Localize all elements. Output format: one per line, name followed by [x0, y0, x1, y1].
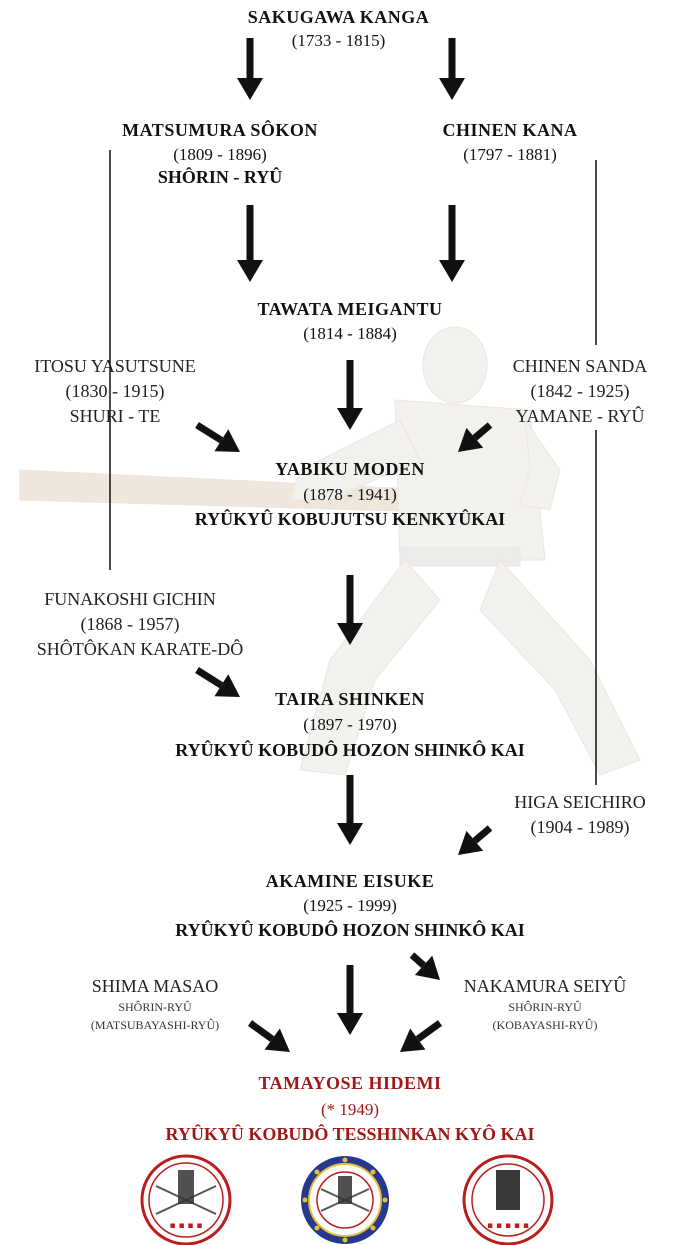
node-akamine-name: AKAMINE EISUKE — [265, 871, 435, 891]
node-matsumura-name: MATSUMURA SÔKON — [122, 120, 318, 140]
node-akamine-years: (1925 - 1999) — [303, 896, 397, 915]
node-shima-name: SHIMA MASAO — [91, 976, 219, 996]
node-itosu-years: (1830 - 1915) — [65, 381, 165, 401]
svg-text:▪ ▪ ▪ ▪: ▪ ▪ ▪ ▪ — [170, 1221, 203, 1231]
node-chinen-sanda-name: CHINEN SANDA — [512, 356, 648, 376]
node-chinen-sanda-style: YAMANE - RYÛ — [515, 406, 645, 426]
logo-seal-red-ring: ▪ ▪ ▪ ▪ — [140, 1154, 232, 1245]
arrow-nakamura-tamayose — [400, 1020, 443, 1052]
arrow-chinen-kana-tawata — [439, 205, 465, 282]
logo-seal-red-double-ring: ▪ ▪ ▪ ▪ ▪ — [462, 1154, 554, 1245]
node-nakamura-substyle: (KOBAYASHI-RYÛ) — [492, 1018, 598, 1032]
node-tamayose-style: RYÛKYÛ KOBUDÔ TESSHINKAN KYÔ KAI — [165, 1124, 535, 1144]
arrow-higa-akamine — [458, 825, 493, 855]
arrow-matsumura-tawata — [237, 205, 263, 282]
node-shima-substyle: (MATSUBAYASHI-RYÛ) — [90, 1018, 220, 1032]
arrow-itosu-yabiku — [195, 422, 240, 452]
node-akamine-style: RYÛKYÛ KOBUDÔ HOZON SHINKÔ KAI — [175, 920, 525, 940]
node-tamayose-name: TAMAYOSE HIDEMI — [258, 1073, 442, 1093]
node-itosu-style: SHURI - TE — [69, 406, 161, 426]
arrow-shima-tamayose — [247, 1020, 290, 1052]
node-funakoshi-years: (1868 - 1957) — [80, 614, 180, 634]
node-yabiku-style: RYÛKYÛ KOBUJUTSU KENKYÛKAI — [194, 509, 506, 529]
node-chinen-sanda-years: (1842 - 1925) — [530, 381, 630, 401]
arrow-akamine-nakamura — [409, 952, 440, 980]
arrow-funakoshi-taira — [195, 667, 240, 697]
node-itosu-name: ITOSU YASUTSUNE — [34, 356, 196, 376]
node-sakugawa-name: SAKUGAWA KANGA — [247, 7, 430, 27]
arrow-sakugawa-matsumura — [237, 38, 263, 100]
arrow-taira-akamine — [337, 775, 363, 845]
node-taira-name: TAIRA SHINKEN — [275, 689, 425, 709]
arrow-chinen-sanda-yabiku — [458, 422, 493, 452]
node-funakoshi-style: SHÔTÔKAN KARATE-DÔ — [36, 639, 244, 659]
node-matsumura-years: (1809 - 1896) — [173, 145, 267, 164]
arrow-sakugawa-chinen-kana — [439, 38, 465, 100]
node-funakoshi-name: FUNAKOSHI GICHIN — [44, 589, 216, 609]
arrow-tawata-yabiku — [337, 360, 363, 430]
node-taira-style: RYÛKYÛ KOBUDÔ HOZON SHINKÔ KAI — [175, 740, 525, 760]
node-shima-style: SHÔRIN-RYÛ — [118, 1000, 192, 1014]
arrow-akamine-tamayose — [337, 965, 363, 1035]
node-chinen-kana-name: CHINEN KANA — [442, 120, 578, 140]
node-nakamura-style: SHÔRIN-RYÛ — [508, 1000, 582, 1014]
node-tamayose-years: (* 1949) — [320, 1100, 380, 1119]
node-higa-name: HIGA SEICHIRO — [514, 792, 646, 812]
node-yabiku-name: YABIKU MODEN — [275, 459, 425, 479]
logo-seal-blue-gold-ring — [301, 1156, 389, 1244]
arrow-yabiku-taira — [337, 575, 363, 645]
node-yabiku-years: (1878 - 1941) — [303, 485, 397, 504]
node-tawata-name: TAWATA MEIGANTU — [257, 299, 443, 319]
node-matsumura-style: SHÔRIN - RYÛ — [157, 167, 283, 187]
node-chinen-kana-years: (1797 - 1881) — [463, 145, 557, 164]
node-sakugawa-years: (1733 - 1815) — [291, 31, 386, 50]
node-tawata-years: (1814 - 1884) — [303, 324, 397, 343]
node-nakamura-name: NAKAMURA SEIYÛ — [463, 976, 627, 996]
node-taira-years: (1897 - 1970) — [303, 715, 397, 734]
node-higa-years: (1904 - 1989) — [530, 817, 630, 837]
svg-text:▪ ▪ ▪ ▪ ▪: ▪ ▪ ▪ ▪ ▪ — [487, 1221, 529, 1231]
